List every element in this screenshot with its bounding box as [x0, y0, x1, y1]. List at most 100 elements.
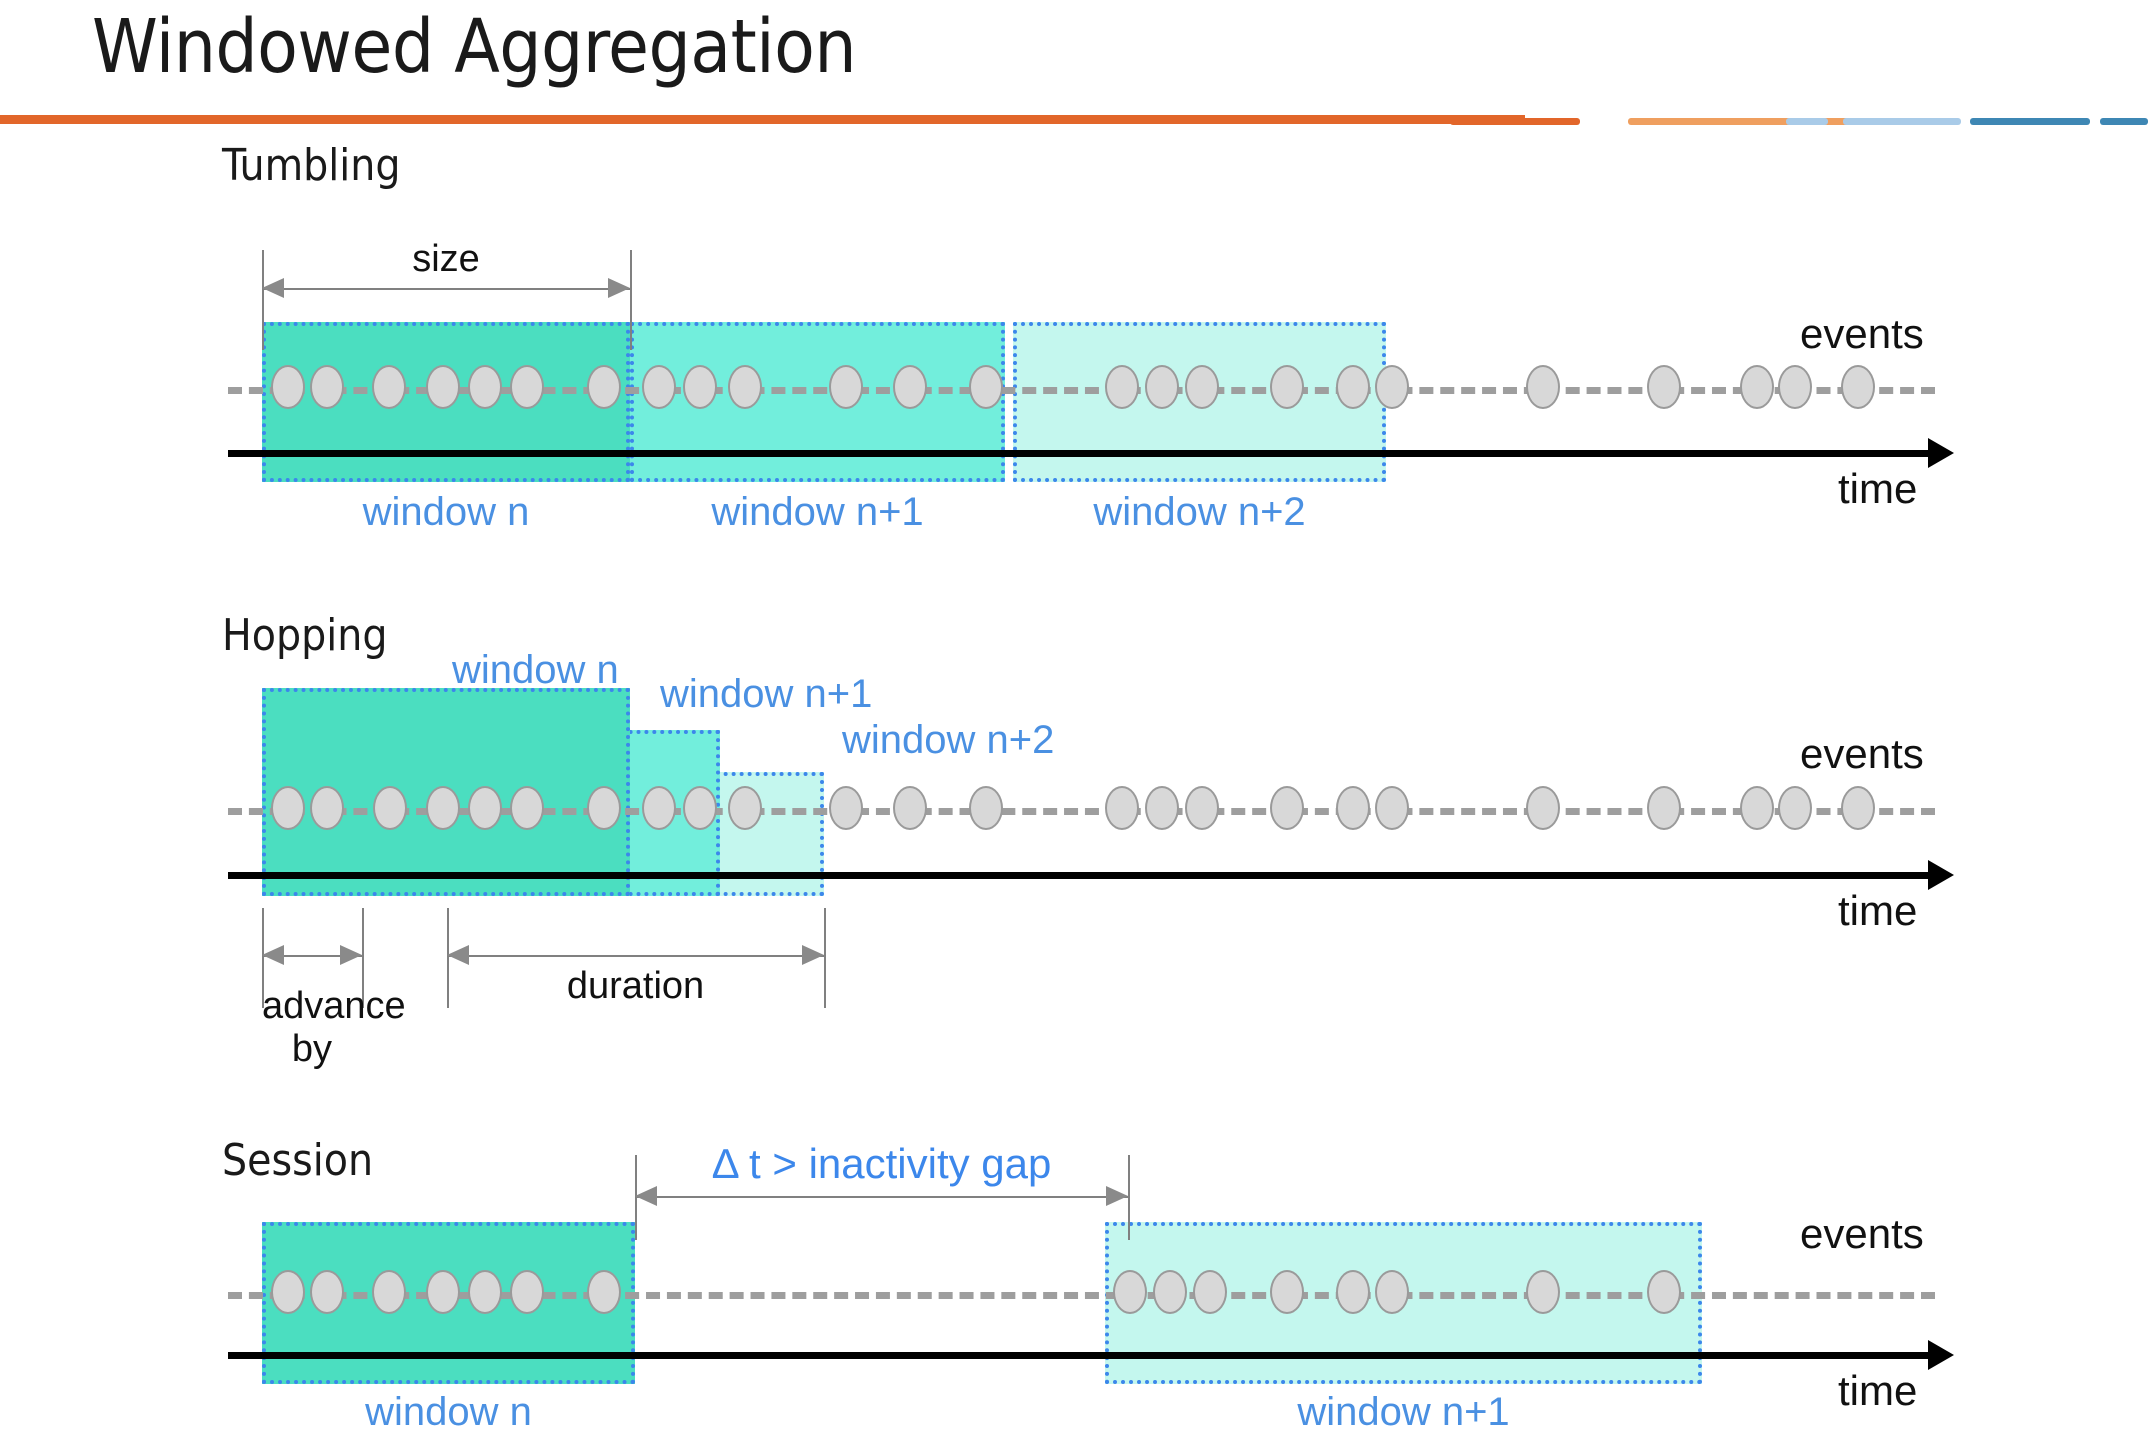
event-dot	[1526, 786, 1560, 830]
event-dot	[587, 786, 621, 830]
event-dot	[1336, 365, 1370, 409]
event-dot	[1841, 365, 1875, 409]
event-dot	[1270, 1270, 1304, 1314]
event-dot	[969, 786, 1003, 830]
event-dot	[1778, 365, 1812, 409]
time-axis	[228, 450, 1930, 457]
event-dot	[426, 1270, 460, 1314]
event-dot	[1526, 365, 1560, 409]
window-label: window n+1	[660, 672, 873, 716]
events-caption: events	[1800, 310, 1924, 357]
event-dot	[1145, 786, 1179, 830]
extension-line	[262, 250, 264, 350]
dimension-arrow-right	[608, 278, 630, 298]
dimension-arrow-left	[262, 278, 284, 298]
extension-line	[362, 908, 364, 1008]
time-caption: time	[1838, 465, 1918, 512]
event-dot	[1105, 786, 1139, 830]
event-dot	[1647, 365, 1681, 409]
event-dot	[893, 365, 927, 409]
event-dot	[271, 786, 305, 830]
event-dot	[372, 1270, 406, 1314]
events-line	[228, 808, 1935, 815]
event-dot	[1336, 786, 1370, 830]
section-label-tumbling: Tumbling	[222, 140, 401, 191]
event-dot	[510, 1270, 544, 1314]
window-label: window n+2	[1093, 490, 1306, 534]
event-dot	[728, 365, 762, 409]
event-dot	[1185, 786, 1219, 830]
event-dot	[683, 786, 717, 830]
event-dot	[1375, 365, 1409, 409]
events-caption: events	[1800, 730, 1924, 777]
window-label: window n+1	[711, 490, 924, 534]
dimension-label: advance by	[262, 985, 406, 1070]
event-dot	[1270, 786, 1304, 830]
dimension-arrow-right	[1106, 1186, 1128, 1206]
event-dot	[829, 786, 863, 830]
window-label: window n+1	[1297, 1390, 1510, 1434]
event-dot	[642, 786, 676, 830]
dimension-arrow-right	[802, 945, 824, 965]
segment-blue-light-long	[1843, 118, 1961, 125]
event-dot	[1185, 365, 1219, 409]
event-dot	[310, 365, 344, 409]
dimension-line	[262, 288, 630, 290]
dimension-arrow-left	[635, 1186, 657, 1206]
event-dot	[1647, 1270, 1681, 1314]
event-dot	[1647, 786, 1681, 830]
event-dot	[271, 365, 305, 409]
event-dot	[271, 1270, 305, 1314]
time-axis	[228, 872, 1930, 879]
event-dot	[1526, 1270, 1560, 1314]
dimension-arrow-right	[340, 945, 362, 965]
time-axis-arrow	[1928, 1340, 1954, 1370]
event-dot	[426, 786, 460, 830]
time-axis-arrow	[1928, 860, 1954, 890]
dimension-label: Δ t > inactivity gap	[711, 1140, 1052, 1187]
dimension-line	[447, 955, 824, 957]
segment-blue-light-short	[1786, 118, 1828, 125]
event-dot	[372, 365, 406, 409]
event-dot	[1336, 1270, 1370, 1314]
event-dot	[310, 786, 344, 830]
dimension-line	[262, 955, 362, 957]
event-dot	[587, 365, 621, 409]
dimension-label: duration	[566, 965, 705, 1007]
time-axis	[228, 1352, 1930, 1359]
event-dot	[468, 786, 502, 830]
window-label: window n	[452, 648, 619, 692]
time-axis-arrow	[1928, 438, 1954, 468]
event-dot	[1841, 786, 1875, 830]
event-dot	[468, 1270, 502, 1314]
event-dot	[969, 365, 1003, 409]
page-title: Windowed Aggregation	[92, 4, 857, 90]
event-dot	[1193, 1270, 1227, 1314]
event-dot	[683, 365, 717, 409]
dimension-label: size	[412, 238, 480, 280]
window-box-window-n1[interactable]	[630, 322, 1005, 482]
event-dot	[1375, 1270, 1409, 1314]
event-dot	[829, 365, 863, 409]
event-dot	[510, 786, 544, 830]
event-dot	[1778, 786, 1812, 830]
dimension-arrow-left	[447, 945, 469, 965]
extension-line	[1128, 1155, 1130, 1240]
event-dot	[373, 786, 407, 830]
time-caption: time	[1838, 887, 1918, 934]
section-label-hopping: Hopping	[222, 610, 388, 661]
segment-blue-dark-long	[1970, 118, 2090, 125]
event-dot	[1740, 365, 1774, 409]
window-label: window n	[365, 1390, 532, 1434]
extension-line	[824, 908, 826, 1008]
window-label: window n+2	[842, 718, 1055, 762]
section-label-session: Session	[222, 1135, 374, 1186]
events-line	[228, 387, 1935, 394]
segment-orange-dark	[1450, 118, 1580, 125]
event-dot	[426, 365, 460, 409]
event-dot	[310, 1270, 344, 1314]
event-dot	[1113, 1270, 1147, 1314]
event-dot	[587, 1270, 621, 1314]
event-dot	[893, 786, 927, 830]
title-rule-main	[0, 115, 1525, 124]
